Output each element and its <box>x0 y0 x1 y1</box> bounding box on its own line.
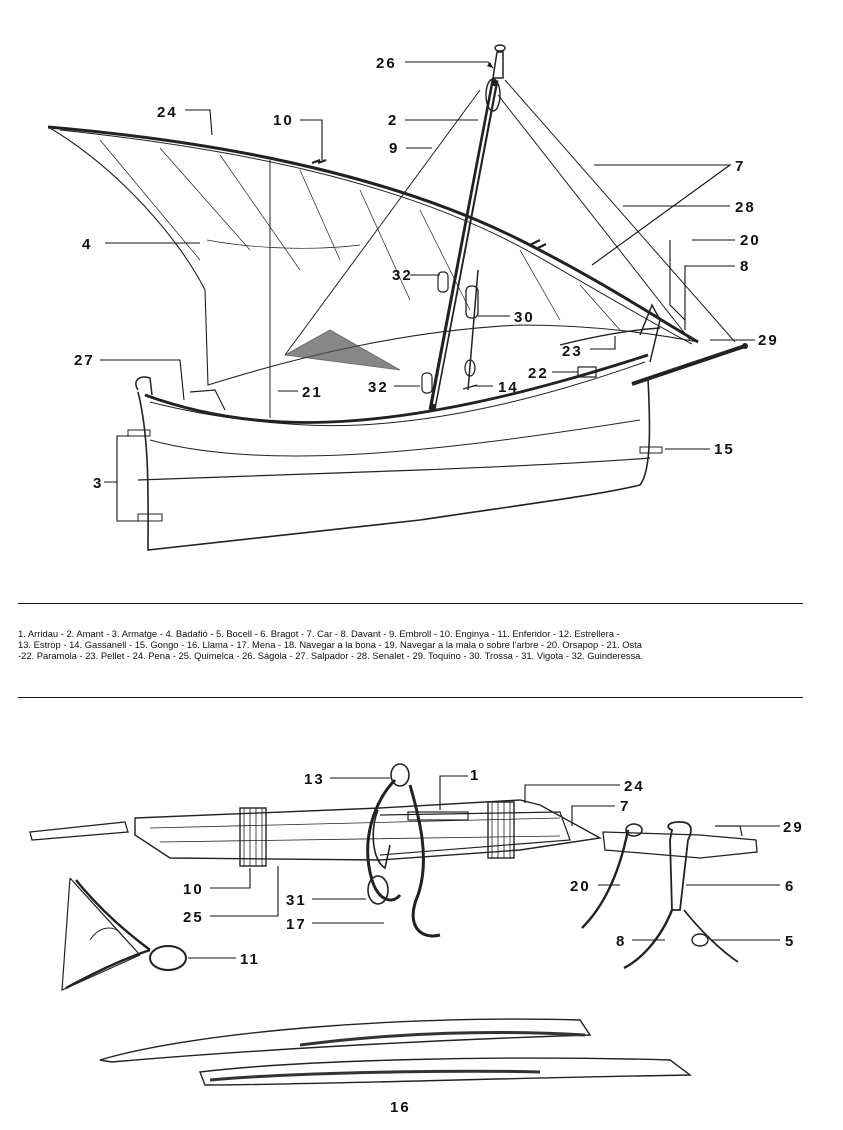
label-10-detail: 10 <box>183 881 204 898</box>
label-13: 13 <box>304 771 325 788</box>
detail-leader-lines <box>188 775 780 959</box>
label-5: 5 <box>785 933 795 950</box>
label-26: 26 <box>376 55 397 72</box>
label-7-detail: 7 <box>620 798 630 815</box>
label-23: 23 <box>562 343 583 360</box>
label-1: 1 <box>470 767 480 784</box>
label-32b: 32 <box>368 379 389 396</box>
label-32a: 32 <box>392 267 413 284</box>
label-11: 11 <box>240 951 260 968</box>
label-16: 16 <box>390 1099 411 1116</box>
spar-llama-detail <box>99 1018 693 1086</box>
parts-legend: 1. Arridau - 2. Amant - 3. Armatge - 4. … <box>18 628 818 662</box>
label-8-detail: 8 <box>616 933 626 950</box>
mast <box>421 44 506 411</box>
label-17: 17 <box>286 916 307 933</box>
label-8: 8 <box>740 258 750 275</box>
label-29-detail: 29 <box>783 819 804 836</box>
label-24-detail: 24 <box>624 778 645 795</box>
label-4: 4 <box>82 236 92 253</box>
sail-corner-detail <box>61 877 187 991</box>
label-14: 14 <box>498 379 519 396</box>
label-9: 9 <box>389 140 399 157</box>
leader-lines <box>100 61 755 522</box>
legend-line-2: 13. Estrop - 14. Gassanell - 15. Gongo -… <box>18 639 642 651</box>
label-15: 15 <box>714 441 735 458</box>
label-22: 22 <box>528 365 549 382</box>
label-21: 21 <box>302 384 323 401</box>
boat-illustration: 26 24 10 2 9 7 28 4 20 8 32 30 29 23 27 … <box>47 44 779 551</box>
label-31: 31 <box>286 892 307 909</box>
yard-spar-detail <box>29 763 603 938</box>
legend-line-3: -22. Paramola - 23. Pellet - 24. Pena - … <box>18 650 643 662</box>
label-20-detail: 20 <box>570 878 591 895</box>
hull <box>127 303 748 551</box>
label-28: 28 <box>735 199 756 216</box>
label-30: 30 <box>514 309 535 326</box>
label-10: 10 <box>273 112 294 129</box>
label-7: 7 <box>735 158 745 175</box>
lateen-sail <box>47 79 736 418</box>
label-3: 3 <box>93 475 103 492</box>
label-29: 29 <box>758 332 779 349</box>
label-24: 24 <box>157 104 178 121</box>
boat-part-labels: 26 24 10 2 9 7 28 4 20 8 32 30 29 23 27 … <box>74 55 779 492</box>
bow-rigging-detail <box>581 821 758 970</box>
label-2: 2 <box>388 112 398 129</box>
legend-bottom-rule <box>18 697 803 698</box>
label-6: 6 <box>785 878 795 895</box>
label-27: 27 <box>74 352 95 369</box>
legend-line-1: 1. Arridau - 2. Amant - 3. Armatge - 4. … <box>18 628 620 639</box>
legend-top-rule <box>18 603 803 604</box>
detail-part-labels: 13 1 24 7 29 10 25 31 17 20 6 8 5 11 16 <box>183 767 804 1116</box>
label-20: 20 <box>740 232 761 249</box>
label-25: 25 <box>183 909 204 926</box>
